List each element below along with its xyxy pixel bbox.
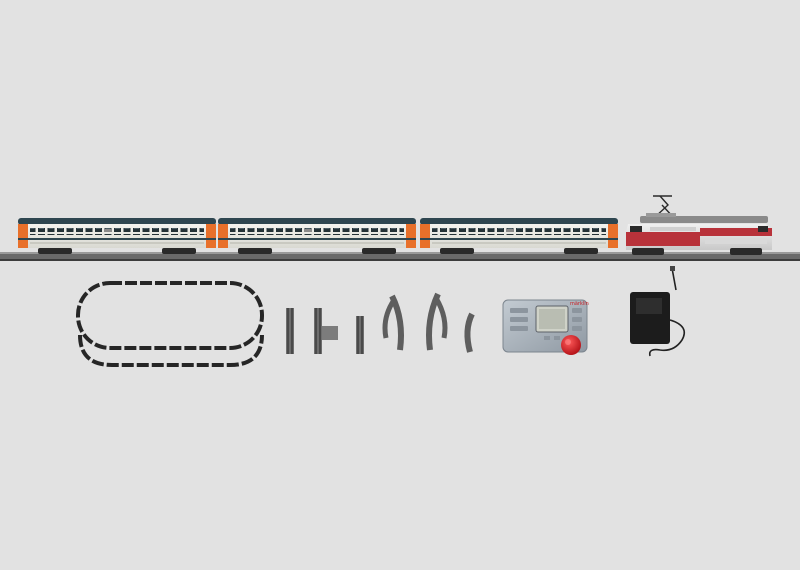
straight-track-pieces <box>286 308 364 354</box>
electric-locomotive <box>626 195 772 255</box>
control-unit: märklin <box>502 299 589 355</box>
passenger-coach-3 <box>420 218 618 254</box>
passenger-coach-1 <box>18 218 216 254</box>
transformer-cable <box>648 319 686 357</box>
rail-track-line <box>0 252 800 261</box>
transformer <box>630 266 686 357</box>
speed-knob <box>561 335 581 355</box>
controller-brand-label: märklin <box>570 301 589 307</box>
oval-track <box>76 281 264 367</box>
switch-and-curve-pieces <box>382 292 475 353</box>
passenger-coach-2 <box>218 218 416 254</box>
